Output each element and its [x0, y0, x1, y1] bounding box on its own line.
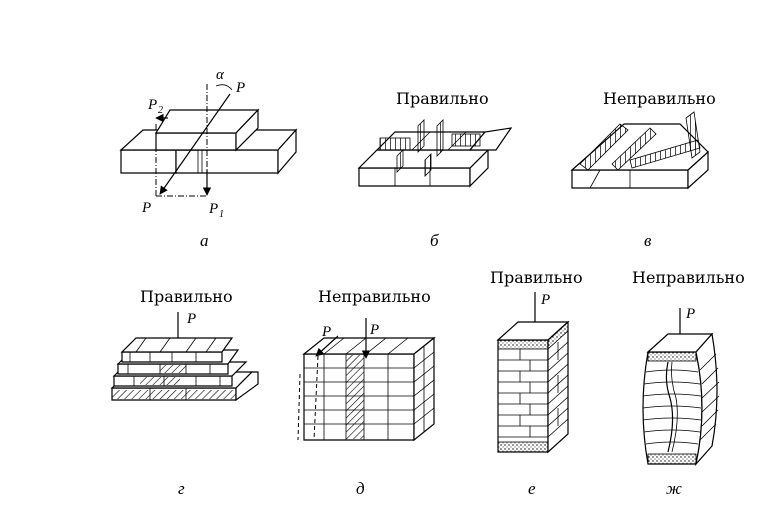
symbol-alpha: α	[216, 67, 225, 83]
panel-a: α P P 2 P P 1 а	[119, 67, 298, 250]
panel-g: Правильно P г	[110, 287, 259, 498]
label-incorrect-d: Неправильно	[318, 287, 431, 306]
force-arrow-d-left	[315, 335, 339, 357]
label-correct-g: Правильно	[140, 287, 233, 306]
caption-a: а	[200, 231, 209, 250]
caption-g: г	[178, 479, 185, 498]
panel-v: Неправильно в	[570, 89, 716, 250]
label-correct-b: Правильно	[396, 89, 489, 108]
label-incorrect-zh: Неправильно	[632, 268, 745, 287]
symbol-p-d-left: P	[321, 324, 331, 340]
panel-e: Правильно P е	[490, 268, 583, 498]
caption-b: б	[430, 231, 439, 250]
symbol-p1-sub: 1	[219, 209, 224, 220]
symbol-p1: P	[208, 201, 218, 217]
symbol-p-d: P	[369, 322, 379, 338]
panel-b: Правильно б	[357, 89, 513, 250]
panel-zh: Неправильно P ж	[632, 268, 745, 498]
panel-d: Неправильно P	[297, 287, 436, 498]
caption-v: в	[644, 231, 652, 250]
force-arrow-p	[159, 93, 231, 195]
symbol-p-top: P	[235, 80, 245, 96]
symbol-p-zh: P	[685, 306, 695, 322]
caption-e: е	[528, 479, 536, 498]
label-correct-e: Правильно	[490, 268, 583, 287]
symbol-p2: P	[147, 97, 157, 113]
caption-d: д	[356, 479, 365, 498]
label-incorrect-v: Неправильно	[603, 89, 716, 108]
caption-zh: ж	[666, 479, 682, 498]
symbol-p-g: P	[186, 311, 196, 327]
symbol-p-e: P	[540, 292, 550, 308]
symbol-p-bottom: P	[141, 200, 151, 216]
symbol-p2-sub: 2	[158, 105, 163, 116]
